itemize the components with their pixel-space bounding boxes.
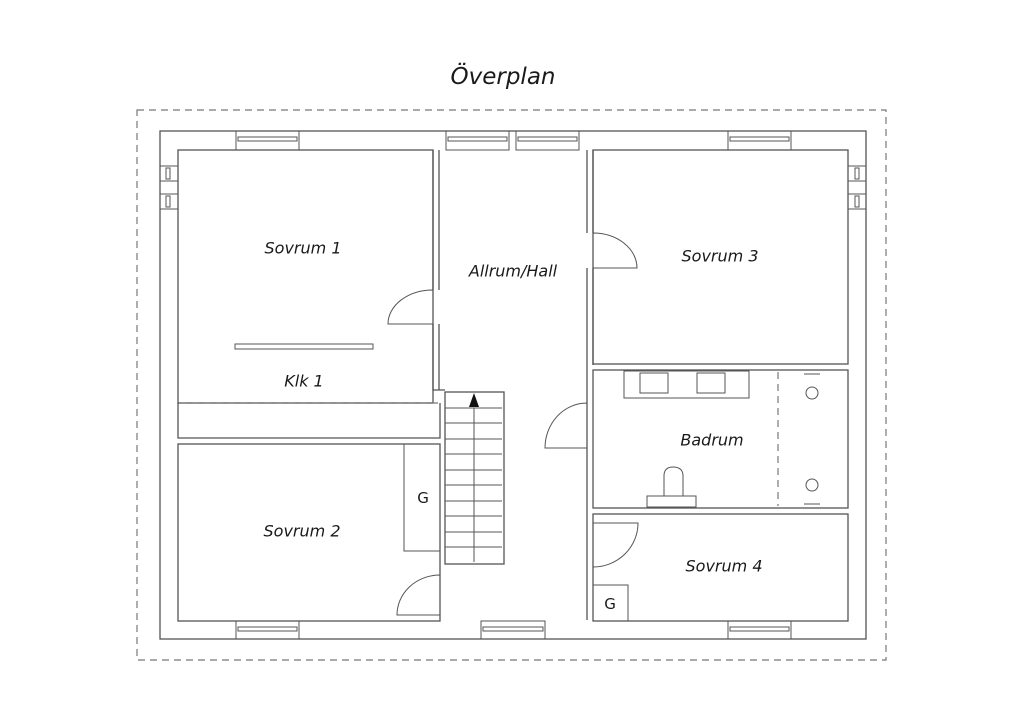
room-label-klk1: Klk 1 [284,371,324,391]
room-label-sovrum1: Sovrum 1 [264,238,342,258]
sink-counter [623,370,750,399]
toilet-icon [646,466,697,508]
closet-sovrum2 [403,443,441,552]
room-label-sovrum4: Sovrum 4 [685,556,763,576]
sovrum1-wall [177,149,434,404]
sink-icon [696,372,726,394]
sovrum3-wall [592,149,849,365]
klk-shelf [177,403,441,439]
door-badrum [544,402,588,449]
stair-arrow-icon [469,393,479,407]
shower-icon [805,386,819,400]
closet-label-sovrum2: G [417,489,429,507]
shower-icon [805,478,819,492]
door-sovrum1 [387,289,434,325]
closet-sovrum4 [592,584,629,622]
rail [234,343,374,350]
closet-label-sovrum4: G [604,595,616,613]
sink-icon [639,372,669,394]
room-label-sovrum2: Sovrum 2 [263,521,341,541]
door-sovrum4 [592,522,639,568]
room-label-sovrum3: Sovrum 3 [681,246,759,266]
door-sovrum3 [592,232,638,269]
property-boundary [136,109,887,661]
page-title: Överplan [450,64,556,90]
windows [159,130,867,640]
sovrum4-wall [592,513,849,622]
stairs [444,391,505,565]
badrum-wall [592,369,849,509]
door-sovrum2 [396,574,441,616]
room-label-allrum: Allrum/Hall [468,261,558,281]
room-label-badrum: Badrum [680,430,744,450]
